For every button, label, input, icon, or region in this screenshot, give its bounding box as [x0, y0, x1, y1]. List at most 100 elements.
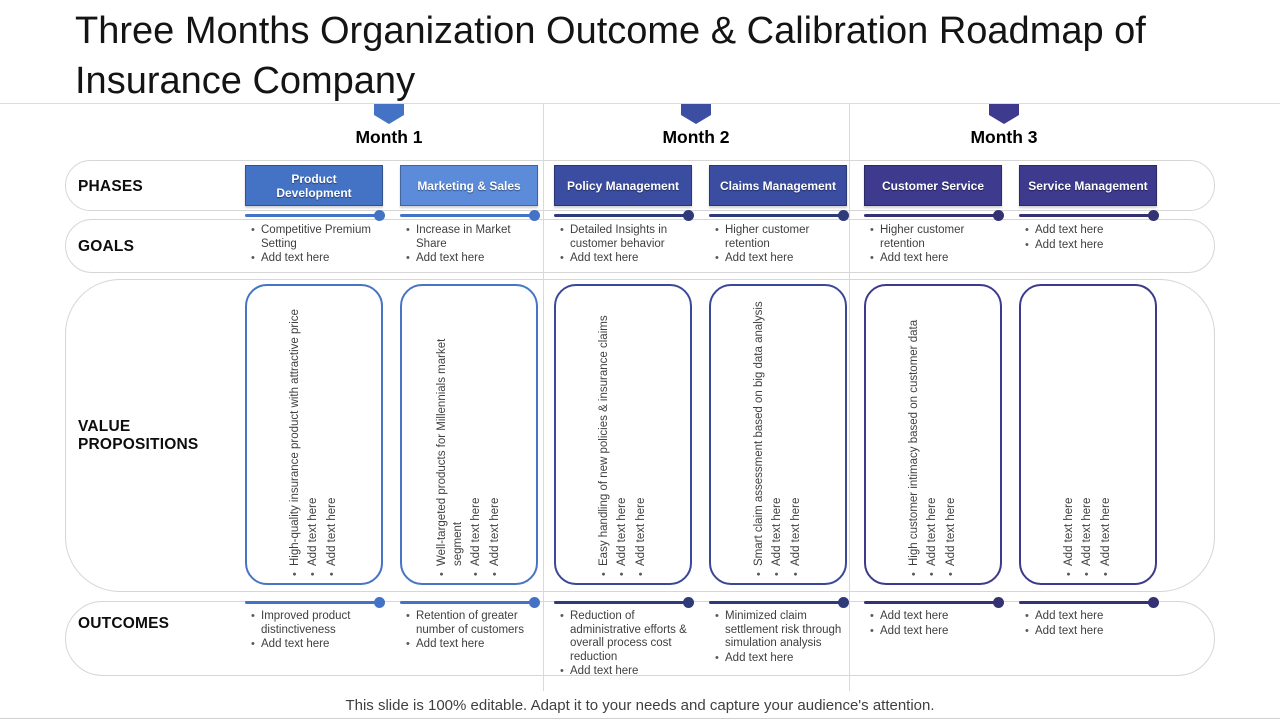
timeline-dot-icon	[683, 210, 694, 221]
month-label: Month 3	[970, 127, 1038, 147]
timeline-dot-icon	[993, 210, 1004, 221]
outcome-item: Retention of greater number of customers	[406, 610, 538, 637]
goals-list: Higher customer retention Add text here	[870, 224, 1002, 267]
value-proposition-item: Add text here	[306, 294, 322, 576]
outcome-item: Minimized claim settlement risk through …	[715, 610, 847, 651]
goals-list: Detailed Insights in customer behavior A…	[560, 224, 692, 267]
timeline-dot-icon	[374, 597, 385, 608]
outcome-item: Add text here	[406, 638, 538, 652]
month-marker-icon	[374, 104, 404, 124]
value-proposition-item: Add text here	[325, 294, 341, 576]
value-proposition-item: Well-targeted products for Millennials m…	[435, 294, 466, 576]
value-proposition-item: High-quality insurance product with attr…	[288, 294, 304, 576]
row-label-phases: PHASES	[78, 178, 143, 195]
phase-box: Policy Management	[554, 165, 692, 206]
phase-box: Marketing & Sales	[400, 165, 538, 206]
goals-list: Competitive Premium Setting Add text her…	[251, 224, 383, 267]
goal-item: Add text here	[406, 252, 538, 266]
phase-label: Product Development	[276, 171, 352, 200]
goal-item: Add text here	[715, 252, 847, 266]
value-proposition-item: Add text here	[925, 294, 941, 576]
outcome-item: Add text here	[870, 625, 1002, 639]
goal-item: Add text here	[1025, 239, 1157, 253]
goal-item: Detailed Insights in customer behavior	[560, 224, 692, 251]
outcomes-list: Reduction of administrative efforts & ov…	[560, 610, 692, 680]
roadmap-column-1: Product Development Competitive Premium …	[245, 160, 385, 680]
timeline-dot-icon	[529, 597, 540, 608]
value-proposition-item: Add text here	[944, 294, 960, 576]
value-proposition-item: Add text here	[469, 294, 485, 576]
roadmap-column-4: Claims Management Higher customer retent…	[709, 160, 849, 680]
timeline-connector	[709, 601, 842, 604]
value-proposition-box: Smart claim assessment based on big data…	[709, 284, 847, 585]
phase-label: Policy Management	[566, 178, 680, 193]
month-divider	[543, 104, 544, 691]
phase-label: Service Management	[1028, 178, 1148, 193]
value-proposition-list: Smart claim assessment based on big data…	[713, 294, 843, 576]
goal-item: Add text here	[1025, 224, 1157, 238]
value-proposition-item: High customer intimacy based on customer…	[907, 294, 923, 576]
month-header-1: Month 1	[324, 104, 454, 148]
outcomes-list: Improved product distinctiveness Add tex…	[251, 610, 383, 653]
goals-list: Increase in Market Share Add text here	[406, 224, 538, 267]
phase-label: Customer Service	[881, 178, 985, 193]
goal-item: Add text here	[560, 252, 692, 266]
roadmap-column-6: Service Management Add text here Add tex…	[1019, 160, 1159, 680]
goal-item: Competitive Premium Setting	[251, 224, 383, 251]
value-proposition-item: Add text here	[1099, 294, 1115, 576]
timeline-connector	[400, 601, 533, 604]
value-proposition-item: Smart claim assessment based on big data…	[752, 294, 768, 576]
value-proposition-box: High-quality insurance product with attr…	[245, 284, 383, 585]
timeline-connector	[245, 214, 378, 217]
value-proposition-item: Add text here	[770, 294, 786, 576]
title-line-2: Insurance Company	[75, 60, 416, 102]
month-header-3: Month 3	[939, 104, 1069, 148]
editable-note: This slide is 100% editable. Adapt it to…	[345, 697, 935, 714]
outcomes-list: Add text here Add text here	[1025, 610, 1157, 639]
goal-item: Higher customer retention	[870, 224, 1002, 251]
month-header-2: Month 2	[631, 104, 761, 148]
timeline-dot-icon	[838, 597, 849, 608]
phase-box: Customer Service	[864, 165, 1002, 206]
goal-item: Higher customer retention	[715, 224, 847, 251]
timeline-connector	[864, 214, 997, 217]
timeline-dot-icon	[529, 210, 540, 221]
timeline-dot-icon	[683, 597, 694, 608]
row-label-goals: GOALS	[78, 238, 135, 255]
timeline-connector	[400, 214, 533, 217]
roadmap-column-5: Customer Service Higher customer retenti…	[864, 160, 1004, 680]
month-label: Month 1	[355, 127, 423, 147]
value-proposition-list: Add text here Add text here Add text her…	[1023, 294, 1153, 576]
goals-list: Add text here Add text here	[1025, 224, 1157, 253]
month-marker-icon	[681, 104, 711, 124]
row-label-value-propositions: VALUE PROPOSITIONS	[78, 418, 199, 453]
page-title: Three Months Organization Outcome & Cali…	[75, 6, 1225, 106]
outcome-item: Add text here	[251, 638, 383, 652]
value-proposition-item: Easy handling of new policies & insuranc…	[597, 294, 613, 576]
timeline-dot-icon	[838, 210, 849, 221]
value-proposition-item: Add text here	[1080, 294, 1096, 576]
phase-box: Product Development	[245, 165, 383, 206]
outcomes-list: Minimized claim settlement risk through …	[715, 610, 847, 666]
outcome-item: Add text here	[715, 652, 847, 666]
value-proposition-list: Well-targeted products for Millennials m…	[404, 294, 534, 576]
value-proposition-box: Well-targeted products for Millennials m…	[400, 284, 538, 585]
timeline-connector	[864, 601, 997, 604]
month-marker-icon	[989, 104, 1019, 124]
outcome-item: Reduction of administrative efforts & ov…	[560, 610, 692, 664]
value-proposition-item: Add text here	[1062, 294, 1078, 576]
phase-box: Claims Management	[709, 165, 847, 206]
timeline-dot-icon	[1148, 210, 1159, 221]
goal-item: Increase in Market Share	[406, 224, 538, 251]
timeline-dot-icon	[374, 210, 385, 221]
value-proposition-item: Add text here	[789, 294, 805, 576]
outcome-item: Improved product distinctiveness	[251, 610, 383, 637]
outcome-item: Add text here	[870, 610, 1002, 624]
timeline-connector	[245, 601, 378, 604]
value-proposition-box: Add text here Add text here Add text her…	[1019, 284, 1157, 585]
phase-label: Marketing & Sales	[417, 178, 521, 193]
outcome-item: Add text here	[560, 665, 692, 679]
value-proposition-list: High customer intimacy based on customer…	[868, 294, 998, 576]
timeline-connector	[1019, 214, 1152, 217]
